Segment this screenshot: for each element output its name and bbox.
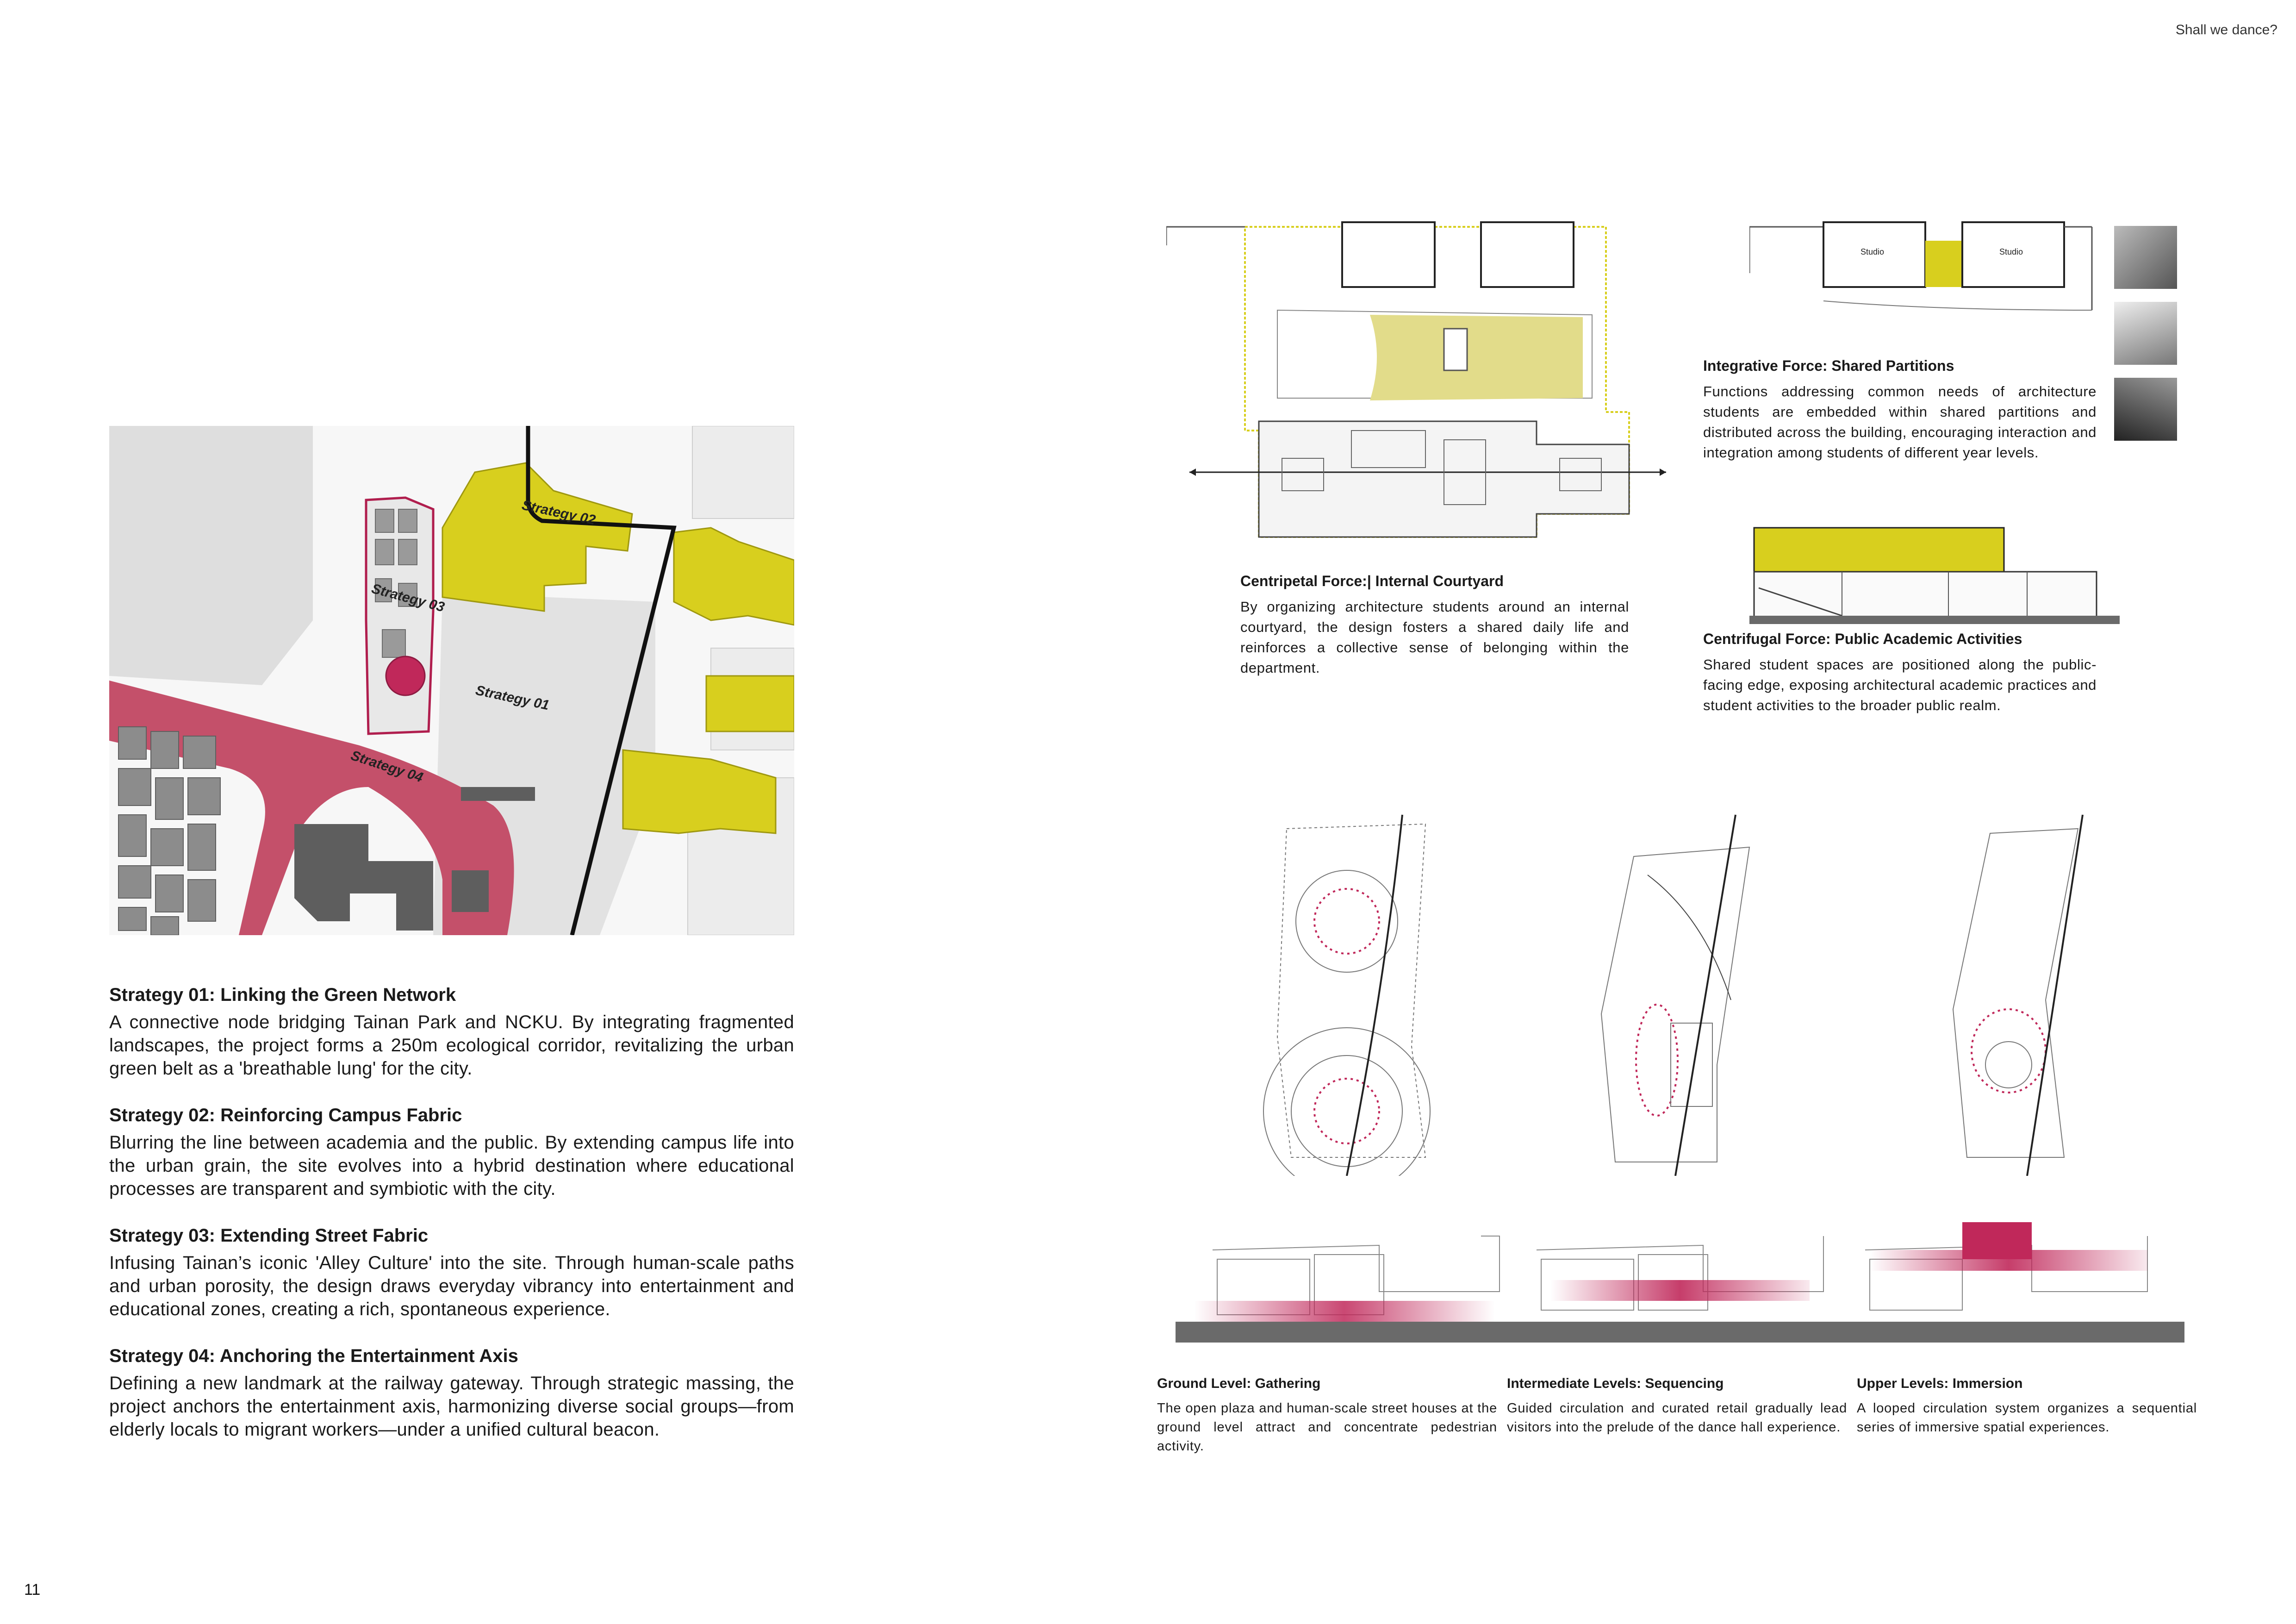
strategy-03-body: Infusing Tainan’s iconic 'Alley Culture'… xyxy=(109,1253,794,1319)
studio-partition-plan: Studio Studio xyxy=(1749,221,2093,311)
site-strategy-map: Strategy 02 Strategy 03 Strategy 01 Stra… xyxy=(109,426,794,935)
centripetal-force: Centripetal Force:| Internal Courtyard B… xyxy=(1240,572,1629,678)
photo-library-shelves xyxy=(2114,378,2177,441)
centrifugal-force: Centrifugal Force: Public Academic Activ… xyxy=(1703,630,2097,716)
ground-level-body: The open plaza and human-scale street ho… xyxy=(1157,1401,1497,1454)
upper-level-body: A looped circulation system organizes a … xyxy=(1857,1401,2197,1435)
integrative-force: Integrative Force: Shared Partitions Fun… xyxy=(1703,356,2097,463)
upper-level-title: Upper Levels: Immersion xyxy=(1857,1376,2023,1391)
tainan-park-area xyxy=(109,426,313,685)
campus-buildings-yellow xyxy=(442,462,794,834)
ground-level: Ground Level: Gathering The open plaza a… xyxy=(1157,1375,1497,1456)
strategy-03-title: Strategy 03: Extending Street Fabric xyxy=(109,1225,429,1246)
intermediate-level-plan xyxy=(1600,814,1750,1176)
intermediate-level-gradient xyxy=(1550,1280,1810,1301)
photo-model-workshop xyxy=(2114,302,2177,365)
centripetal-force-title: Centripetal Force:| Internal Courtyard xyxy=(1240,573,1504,589)
dance-hall-node xyxy=(385,656,426,696)
studio-label-right: Studio xyxy=(1999,247,2023,256)
level-sections xyxy=(1176,1222,2184,1343)
strategy-02-title: Strategy 02: Reinforcing Campus Fabric xyxy=(109,1105,462,1125)
ground-level-plan xyxy=(1263,814,1431,1176)
integrative-force-title: Integrative Force: Shared Partitions xyxy=(1703,357,1954,374)
shared-partition-fill xyxy=(1925,241,1962,287)
strategy-03: Strategy 03: Extending Street Fabric Inf… xyxy=(109,1224,794,1321)
centrifugal-force-title: Centrifugal Force: Public Academic Activ… xyxy=(1703,631,2022,647)
integrative-force-body: Functions addressing common needs of arc… xyxy=(1703,383,2097,461)
project-title: Shall we dance? xyxy=(2175,22,2277,37)
public-edge-section xyxy=(1749,527,2120,624)
site-alley-houses xyxy=(375,509,417,658)
photo-studio-shoot xyxy=(2114,226,2177,289)
intermediate-level-body: Guided circulation and curated retail gr… xyxy=(1507,1401,1847,1435)
strategy-02-body: Blurring the line between academia and t… xyxy=(109,1132,794,1199)
railway-line xyxy=(526,426,677,935)
landmark-buildings-dark xyxy=(294,787,535,931)
upper-level-plan xyxy=(1952,814,2084,1176)
strategy-04-body: Defining a new landmark at the railway g… xyxy=(109,1373,794,1440)
strategy-04: Strategy 04: Anchoring the Entertainment… xyxy=(109,1345,794,1441)
street-houses-left xyxy=(118,726,221,935)
courtyard-fill xyxy=(1370,315,1583,400)
intermediate-level-title: Intermediate Levels: Sequencing xyxy=(1507,1376,1724,1391)
ground-level-title: Ground Level: Gathering xyxy=(1157,1376,1321,1391)
centripetal-force-body: By organizing architecture students arou… xyxy=(1240,599,1629,676)
strategy-01-title: Strategy 01: Linking the Green Network xyxy=(109,985,456,1005)
upper-level: Upper Levels: Immersion A looped circula… xyxy=(1857,1375,2197,1437)
ground-line xyxy=(1176,1322,2184,1343)
public-edge-volume xyxy=(1753,527,2005,573)
strategy-02: Strategy 02: Reinforcing Campus Fabric B… xyxy=(109,1104,794,1200)
level-plans xyxy=(1263,814,2084,1176)
page-number: 11 xyxy=(24,1581,41,1599)
project-site-boundary xyxy=(365,496,435,735)
studio-label-left: Studio xyxy=(1860,247,1884,256)
courtyard-plan-diagram xyxy=(1166,221,1666,538)
centrifugal-force-body: Shared student spaces are positioned alo… xyxy=(1703,656,2097,713)
strategy-01-body: A connective node bridging Tainan Park a… xyxy=(109,1012,794,1079)
strategy-04-title: Strategy 04: Anchoring the Entertainment… xyxy=(109,1346,518,1366)
intermediate-level: Intermediate Levels: Sequencing Guided c… xyxy=(1507,1375,1847,1437)
strategy-01: Strategy 01: Linking the Green Network A… xyxy=(109,984,794,1080)
upper-level-gradient xyxy=(1870,1250,2147,1271)
